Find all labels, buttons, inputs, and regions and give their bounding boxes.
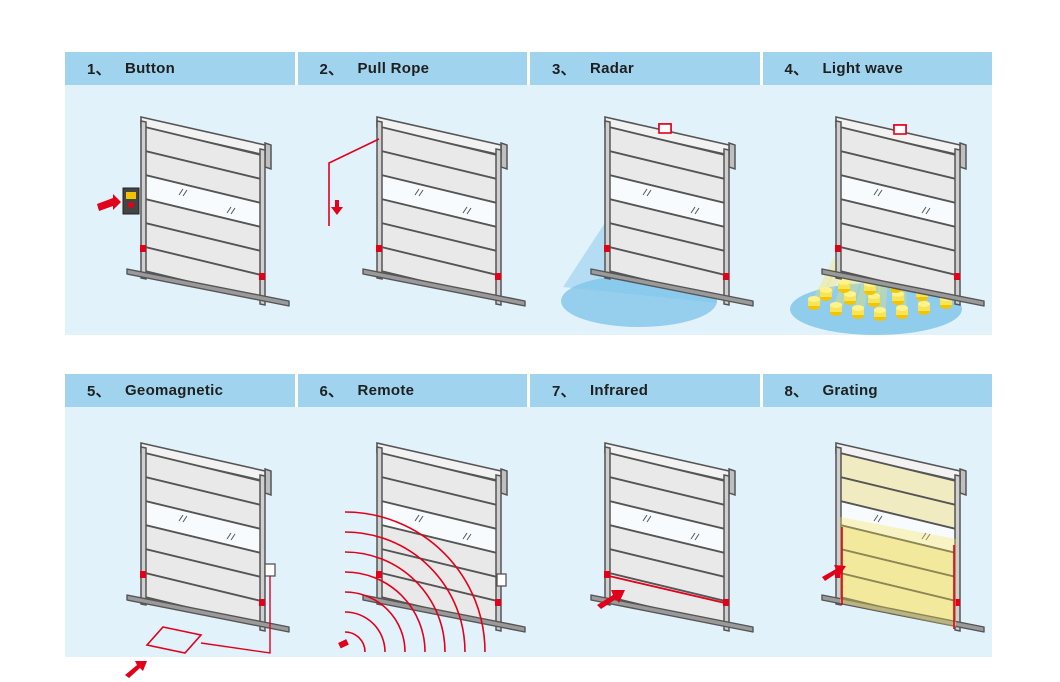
header-number: 1、 [87,61,111,78]
header-number: 5、 [87,383,111,400]
panel-button [65,85,297,335]
header-infrared: 7、 Infrared [530,374,760,407]
panel-geomagnetic [65,407,297,678]
panel-radar [529,85,761,335]
panel-remote [297,407,529,657]
door-light-wave-illustration [790,115,985,335]
header-number: 3、 [552,61,576,78]
panel-light-wave [760,85,992,335]
header-label: Geomagnetic [124,382,224,399]
door-pull-rope-illustration [327,115,526,307]
header-light-wave: 4、 Light wave [762,52,992,85]
header-pull-rope: 2、 Pull Rope [297,52,527,85]
bottom-row: 5、 Geomagnetic 6、 Remote 7、 Infrared 8、 Grat… [65,374,992,678]
panel-infrared [529,407,761,657]
door-geomagnetic-illustration [125,441,290,678]
header-number: 8、 [784,383,809,400]
header-remote: 6、 Remote [297,374,527,407]
header-geomagnetic: 5、 Geomagnetic [65,374,295,407]
panel-pull-rope [297,85,529,335]
header-number: 4、 [784,61,809,78]
header-label: Grating [822,382,878,399]
door-button-illustration [97,115,290,307]
door-infrared-illustration [589,441,754,633]
bottom-panels [65,407,992,678]
header-radar: 3、 Radar [530,52,760,85]
header-number: 7、 [552,383,576,400]
top-panels [65,85,992,335]
bottom-header-bar: 5、 Geomagnetic 6、 Remote 7、 Infrared 8、 Grat… [65,374,992,407]
door-grating-illustration [821,441,985,633]
header-label: Infrared [589,382,649,399]
header-label: Remote [357,382,415,399]
header-label: Radar [589,60,634,77]
header-label: Light wave [822,60,903,77]
header-number: 6、 [319,383,344,400]
header-number: 2、 [319,61,344,78]
door-radar-illustration [560,115,754,327]
header-label: Pull Rope [357,60,430,77]
door-remote-illustration [337,441,526,653]
panel-grating [760,407,992,657]
header-label: Button [124,60,176,77]
top-header-bar: 1、 Button 2、 Pull Rope 3、 Radar 4、 Light wav… [65,52,992,85]
top-row: 1、 Button 2、 Pull Rope 3、 Radar 4、 Light wav… [65,52,992,335]
header-button: 1、 Button [65,52,295,85]
header-grating: 8、 Grating [762,374,992,407]
